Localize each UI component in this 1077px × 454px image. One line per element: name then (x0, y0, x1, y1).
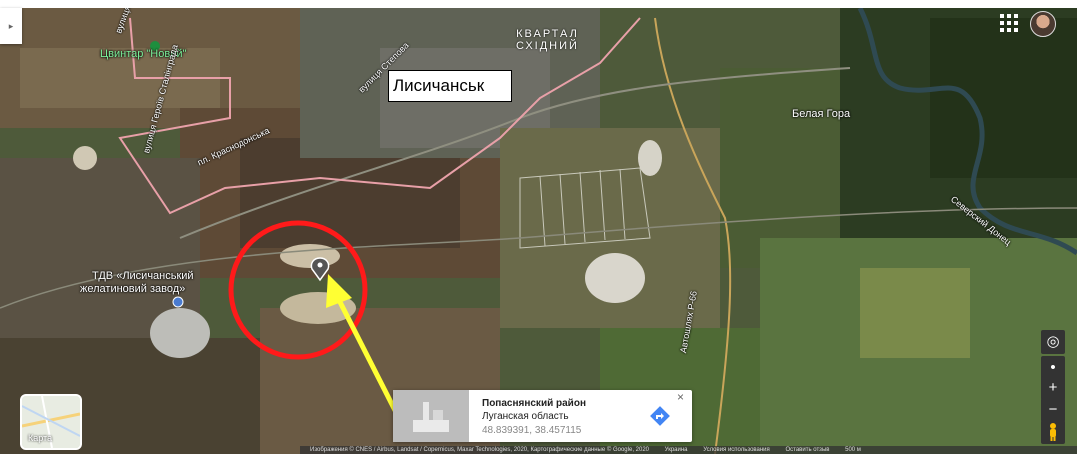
map-type-toggle[interactable]: Карта (20, 394, 82, 450)
zoom-in-button[interactable]: + (1041, 376, 1065, 400)
location-info-card[interactable]: Попаснянский район Луганская область 48.… (393, 390, 692, 442)
expand-side-panel-button[interactable]: ▸ (0, 8, 22, 44)
district-label: КВАРТАЛ СХІДНИЙ (516, 28, 579, 52)
apps-grid-icon[interactable] (1000, 14, 1018, 32)
plus-icon: + (1048, 379, 1058, 396)
place-label-cemetery[interactable]: Цвинтар "Новий" (100, 48, 187, 60)
minus-icon: − (1048, 401, 1058, 418)
pegman-button[interactable] (1041, 420, 1065, 444)
close-icon[interactable]: × (677, 390, 685, 404)
zoom-out-button[interactable]: − (1041, 398, 1065, 422)
my-location-icon: • (1050, 359, 1056, 376)
avatar[interactable] (1030, 11, 1056, 37)
directions-icon[interactable] (649, 405, 671, 427)
globe-icon: ◎ (1046, 333, 1060, 350)
location-pin-icon (310, 257, 330, 282)
attribution-terms[interactable]: Условия использования (703, 447, 770, 453)
attribution-feedback[interactable]: Оставить отзыв (785, 447, 830, 453)
satellite-imagery (0, 8, 1077, 454)
place-label-factory-line2[interactable]: желатиновий завод» (80, 283, 186, 295)
top-strip (0, 0, 1077, 8)
attribution-country[interactable]: Украина (664, 447, 688, 453)
district-label-line-1: КВАРТАЛ (516, 28, 579, 40)
info-card-subtitle: Луганская область (482, 411, 569, 422)
info-card-coordinates[interactable]: 48.839391, 38.457115 (482, 425, 582, 436)
map-type-label: Карта (28, 433, 53, 443)
chevron-right-icon: ▸ (8, 21, 14, 31)
street-view-thumbnail-image (393, 390, 469, 442)
globe-button[interactable]: ◎ (1041, 330, 1065, 354)
district-label-line-2: СХІДНИЙ (516, 40, 579, 52)
attribution-data: Изображения © CNES / Airbus, Landsat / C… (310, 447, 649, 453)
satellite-map[interactable]: КВАРТАЛ СХІДНИЙ Лисичанськ Цвинтар "Нови… (0, 8, 1077, 454)
place-label-bila-hora: Белая Гора (792, 108, 851, 120)
pegman-icon (1050, 423, 1056, 441)
info-card-title[interactable]: Попаснянский район (482, 398, 586, 409)
place-label-factory-line1[interactable]: ТДВ «Лисичанський (92, 270, 194, 282)
attribution-bar: Изображения © CNES / Airbus, Landsat / C… (300, 446, 1077, 454)
highlight-circle (228, 220, 368, 360)
city-label: Лисичанськ (388, 70, 512, 102)
street-view-thumbnail[interactable] (393, 390, 469, 442)
scale-label[interactable]: 500 м (845, 447, 861, 453)
map-type-thumbnail (22, 396, 80, 448)
